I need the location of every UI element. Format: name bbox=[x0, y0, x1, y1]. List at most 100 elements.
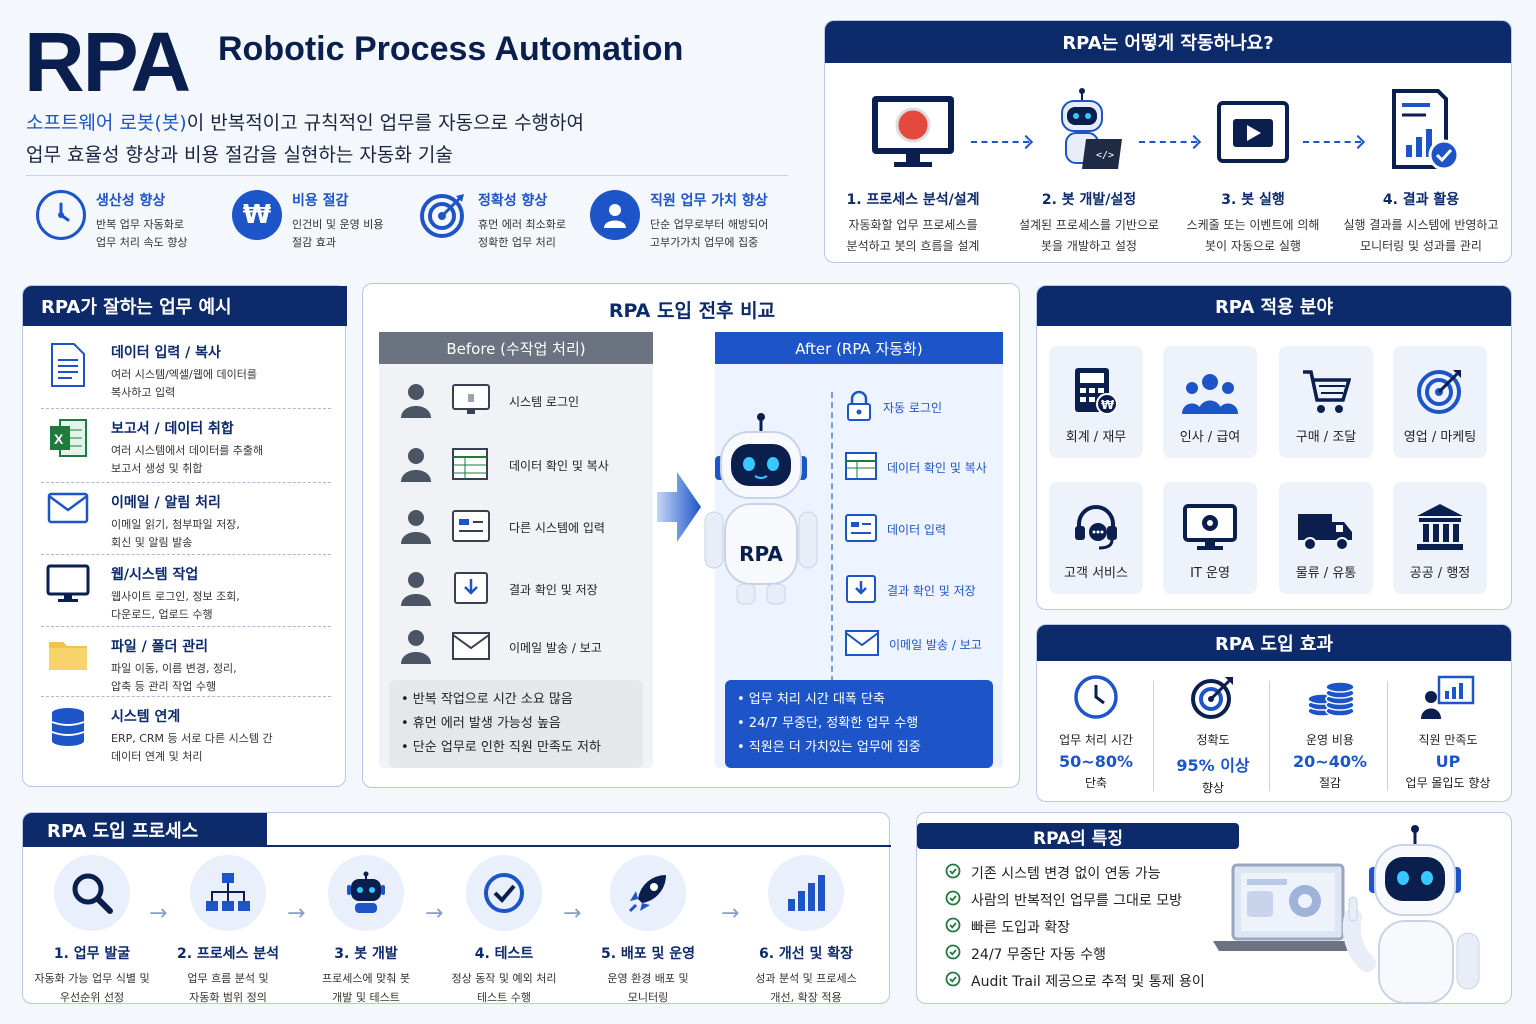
process-step-title: 5. 배포 및 운영 bbox=[600, 946, 696, 962]
feature-label: 빠른 도입과 확장 bbox=[971, 920, 1071, 936]
after-note: • 24/7 무중단, 정확한 업무 수행 bbox=[737, 716, 919, 731]
effect-label: 운영 비용 bbox=[1306, 733, 1354, 747]
svg-text:X: X bbox=[54, 431, 64, 447]
check-icon bbox=[945, 944, 961, 964]
lock-icon bbox=[845, 390, 873, 425]
field-label: 고객 서비스 bbox=[1064, 566, 1128, 581]
before-row-label: 데이터 확인 및 복사 bbox=[509, 459, 609, 473]
feature-label: 24/7 무중단 자동 수행 bbox=[971, 947, 1106, 963]
step-title: 1. 프로세스 분석/설계 bbox=[846, 192, 980, 208]
before-row: 이메일 발송 / 보고 bbox=[399, 628, 649, 667]
how-title: RPA는 어떻게 작동하나요? bbox=[825, 21, 1511, 63]
check-icon bbox=[945, 890, 961, 910]
effect-divider bbox=[1387, 681, 1388, 791]
presenter-chart-icon bbox=[1389, 673, 1507, 725]
svg-text:₩: ₩ bbox=[1101, 398, 1115, 412]
field-label: 인사 / 급여 bbox=[1179, 430, 1241, 445]
effect-satisfaction: 직원 만족도 UP 업무 몰입도 향상 bbox=[1389, 673, 1507, 791]
effect-value: UP bbox=[1435, 752, 1461, 771]
description-line-2: 업무 효율성 향상과 비용 절감을 실현하는 자동화 기술 bbox=[26, 144, 453, 166]
task-divider bbox=[41, 554, 331, 555]
check-circle-icon bbox=[466, 855, 542, 931]
effects-panel: RPA 도입 효과 업무 처리 시간 50~80% 단축 정확도 95% 이상 … bbox=[1036, 624, 1512, 802]
arrow-right-icon: → bbox=[287, 901, 306, 926]
task-desc-1: 파일 이동, 이름 변경, 정리, bbox=[111, 662, 237, 675]
step-desc-2: 분석하고 봇의 흐름을 설계 bbox=[846, 239, 980, 253]
person-icon bbox=[399, 508, 433, 547]
dashed-arrow-icon bbox=[1303, 141, 1361, 143]
benefit-desc-1: 인건비 및 운영 비용 bbox=[292, 218, 384, 231]
step-desc-1: 자동화할 업무 프로세스를 bbox=[848, 218, 978, 232]
benefit-title: 직원 업무 가치 향상 bbox=[650, 193, 768, 209]
process-step-desc-1: 정상 동작 및 예외 처리 bbox=[451, 972, 557, 985]
task-desc-2: 보고서 생성 및 취합 bbox=[111, 462, 203, 475]
field-label: 물류 / 유통 bbox=[1295, 566, 1357, 581]
fields-title: RPA 적용 분야 bbox=[1037, 286, 1511, 326]
person-icon bbox=[399, 382, 433, 421]
effect-suffix: 업무 몰입도 향상 bbox=[1405, 776, 1491, 790]
robot-icon bbox=[328, 855, 404, 931]
benefit-title: 생산성 향상 bbox=[96, 193, 166, 209]
process-step-desc-2: 개발 및 테스트 bbox=[332, 991, 400, 1004]
how-step-1: 1. 프로세스 분석/설계 자동화할 업무 프로세스를 분석하고 봇의 흐름을 … bbox=[833, 87, 993, 257]
cart-icon bbox=[1279, 346, 1373, 416]
page-subtitle: Robotic Process Automation bbox=[218, 30, 684, 68]
report-check-icon bbox=[1341, 87, 1501, 177]
dashed-arrow-icon bbox=[971, 141, 1029, 143]
effect-suffix: 절감 bbox=[1318, 776, 1342, 790]
after-notes: • 업무 처리 시간 대폭 단축 • 24/7 무중단, 정확한 업무 수행 •… bbox=[725, 680, 993, 768]
task-title: 이메일 / 알림 처리 bbox=[111, 495, 221, 511]
user-icon bbox=[590, 190, 640, 240]
after-label: After (RPA 자동화) bbox=[715, 332, 1003, 364]
field-logistics: 물류 / 유통 bbox=[1279, 482, 1373, 594]
before-row-label: 이메일 발송 / 보고 bbox=[509, 641, 602, 655]
laptop-gear-illustration bbox=[1213, 857, 1353, 961]
effect-suffix: 향상 bbox=[1201, 781, 1225, 795]
step-desc-2: 모니터링 및 성과를 관리 bbox=[1360, 239, 1482, 253]
effect-value: 20~40% bbox=[1293, 752, 1367, 771]
field-accounting: ₩ 회계 / 재무 bbox=[1049, 346, 1143, 458]
effect-value: 50~80% bbox=[1059, 752, 1133, 771]
task-divider bbox=[41, 482, 331, 483]
after-row: 이메일 발송 / 보고 bbox=[845, 630, 995, 659]
process-step-3: 3. 봇 개발 프로세스에 맞춰 봇 개발 및 테스트 bbox=[297, 855, 435, 1007]
arrow-right-icon: → bbox=[721, 901, 740, 926]
process-step-desc-2: 모니터링 bbox=[627, 991, 669, 1004]
person-icon bbox=[399, 570, 433, 609]
before-note: • 휴먼 에러 발생 가능성 높음 bbox=[401, 716, 561, 731]
effect-divider bbox=[1153, 681, 1154, 791]
clock-icon bbox=[36, 190, 86, 240]
task-desc-2: 압축 등 관리 작업 수행 bbox=[111, 680, 217, 693]
feature-label: 기존 시스템 변경 없이 연동 가능 bbox=[971, 866, 1161, 882]
feature-item: 24/7 무중단 자동 수행 bbox=[945, 944, 1106, 964]
process-step-desc-1: 운영 환경 배포 및 bbox=[607, 972, 689, 985]
monitor-icon bbox=[41, 564, 95, 624]
step-desc-1: 설계된 프로세스를 기반으로 bbox=[1018, 218, 1160, 232]
download-icon bbox=[845, 574, 877, 607]
step-desc-2: 봇이 자동으로 실행 bbox=[1205, 239, 1301, 253]
rpa-robot: RPA bbox=[703, 412, 833, 616]
benefit-title: 비용 절감 bbox=[292, 193, 349, 209]
process-step-desc-1: 업무 흐름 분석 및 bbox=[187, 972, 269, 985]
check-icon bbox=[945, 863, 961, 883]
bar-chart-icon bbox=[768, 855, 844, 931]
after-row: 데이터 확인 및 복사 bbox=[845, 452, 995, 483]
features-panel: RPA의 특징 기존 시스템 변경 없이 연동 가능 사람의 반복적인 업무를 … bbox=[916, 812, 1512, 1004]
task-desc-2: 다운로드, 업로드 수행 bbox=[111, 608, 213, 621]
people-icon bbox=[1163, 346, 1257, 416]
check-icon bbox=[945, 971, 961, 991]
after-note: • 직원은 더 가치있는 업무에 집중 bbox=[737, 740, 921, 755]
field-it: IT 운영 bbox=[1163, 482, 1257, 594]
person-icon bbox=[399, 446, 433, 485]
excel-icon: X bbox=[41, 418, 95, 478]
how-step-2: </> 2. 봇 개발/설정 설계된 프로세스를 기반으로 봇을 개발하고 설정 bbox=[1009, 87, 1169, 257]
download-icon bbox=[451, 571, 491, 608]
task-desc-1: 여러 시스템/엑셀/웹에 데이터를 bbox=[111, 368, 257, 381]
benefit-desc-2: 업무 처리 속도 향상 bbox=[96, 236, 188, 249]
step-desc-1: 스케줄 또는 이벤트에 의해 bbox=[1186, 218, 1320, 232]
field-label: 구매 / 조달 bbox=[1295, 430, 1357, 445]
step-title: 3. 봇 실행 bbox=[1221, 192, 1285, 208]
benefit-desc-2: 정확한 업무 처리 bbox=[478, 236, 556, 249]
process-title: RPA 도입 프로세스 bbox=[23, 813, 267, 847]
